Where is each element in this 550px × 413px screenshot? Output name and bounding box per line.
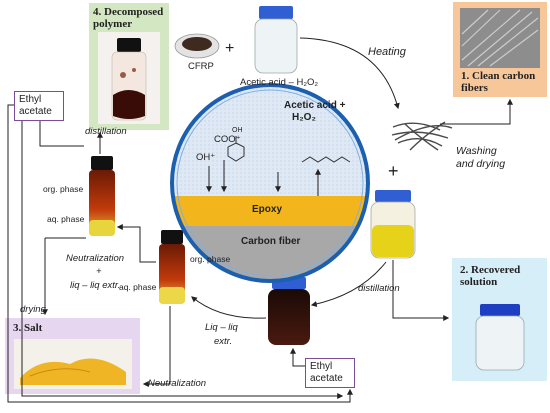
two-phase-vial-mid	[161, 230, 183, 244]
neutralization-lle-line2: +	[96, 266, 102, 277]
distillation-top-label: distillation	[85, 126, 127, 137]
yellow-jar	[375, 190, 411, 202]
aq-phase-left: aq. phase	[47, 214, 85, 224]
circle-epoxy-label: Epoxy	[252, 204, 283, 215]
two-phase-vial-left	[91, 156, 113, 170]
heating-label: Heating	[368, 46, 406, 58]
heating-arrow	[299, 37, 400, 110]
distillation-right-label: distillation	[358, 283, 400, 294]
circle-acetic-line2: H₂O₂	[292, 112, 316, 123]
acetic-acid-bottle	[259, 6, 293, 19]
ethyl-acetate-box-top: Ethyl acetate	[14, 91, 64, 121]
plus-top: +	[225, 40, 235, 57]
org-phase-left: org. phase	[43, 184, 84, 194]
cfrp-label: CFRP	[188, 61, 214, 72]
aq-phase-mid: aq. phase	[119, 282, 157, 292]
reaction-schematic	[170, 83, 370, 283]
and-drying-label: and drying	[456, 158, 506, 170]
neutralization-bottom-label: Neutralization	[148, 378, 207, 389]
clean-fibers-title: 1. Clean carbon fibers	[461, 70, 536, 94]
circle-acetic-line1: Acetic acid +	[284, 100, 346, 111]
drying-label: drying	[20, 304, 46, 315]
salt-title: 3. Salt	[13, 322, 43, 334]
org-phase-mid: org. phase	[190, 254, 231, 264]
recovered-solution-title: 2. Recovered solution	[460, 264, 521, 288]
acetic-h2o2-label: Acetic acid – H₂O₂	[240, 77, 319, 88]
circle-oh-minus-label: OH⁺	[196, 152, 216, 163]
liq-liq-line2: extr.	[214, 336, 233, 347]
circle-carbon-fiber-label: Carbon fiber	[241, 236, 301, 247]
recovered-fibers-image	[391, 121, 453, 151]
plus-right: +	[388, 161, 399, 181]
ethyl-acetate-box-bottom: Ethyl acetate	[305, 358, 355, 388]
neutralization-lle-line1: Neutralization	[66, 253, 125, 264]
circle-phenol-oh: OH	[232, 127, 243, 134]
neutralization-lle-line3: liq – liq extr.	[70, 280, 121, 291]
circle-coo-label: COO⁺	[214, 134, 241, 145]
decomposed-polymer-title: 4. Decomposed polymer	[93, 6, 164, 30]
washing-label: Washing	[456, 145, 497, 157]
liq-liq-line1: Liq – liq	[205, 322, 238, 333]
